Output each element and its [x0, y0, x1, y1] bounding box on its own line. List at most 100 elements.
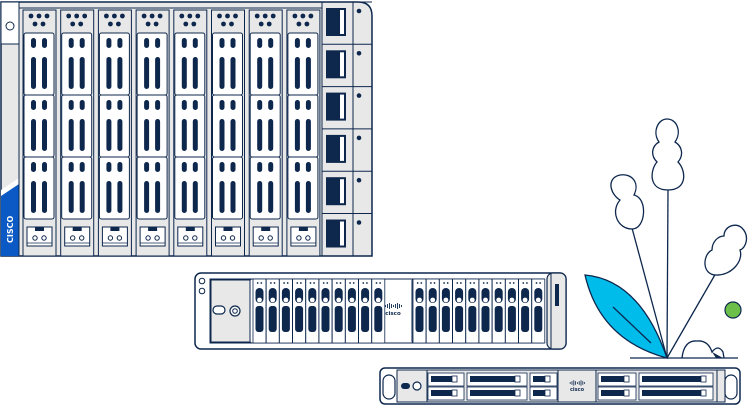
drive-bay [265, 278, 280, 344]
drive-bay [358, 278, 373, 344]
vent-dot [300, 13, 306, 19]
vent-dot [104, 13, 109, 19]
power-supply [322, 43, 372, 79]
rack-server-1u: cisco [379, 367, 741, 405]
vent-dot [179, 13, 185, 19]
drive-sled [61, 32, 93, 96]
drive-sled [287, 32, 319, 96]
blade-chassis: CISCO [0, 1, 373, 257]
drive-sled [174, 32, 206, 96]
status-led [356, 220, 362, 225]
logo-bar [393, 305, 394, 307]
vent-dot [145, 21, 151, 27]
power-supply [322, 213, 372, 248]
green-dot [724, 301, 742, 319]
rack-server-2u: cisco [194, 272, 567, 350]
vent-dot [254, 13, 260, 19]
drive-sled [174, 94, 206, 158]
vent-dot [258, 21, 264, 27]
power-supply [322, 1, 372, 36]
drive-bay [425, 278, 440, 344]
drive-bay [278, 278, 293, 344]
drive-bay [331, 278, 346, 344]
logo-bar [582, 381, 584, 385]
vent-dot [78, 21, 84, 27]
vent-dot [233, 13, 238, 19]
vent-dot [40, 21, 46, 27]
drive-bay [438, 278, 453, 344]
vent-dot [296, 21, 302, 27]
vent-dot [183, 21, 189, 27]
status-led [356, 135, 362, 141]
drive-bay [491, 278, 506, 344]
power-supply [322, 170, 372, 206]
logo-bar [389, 303, 390, 309]
status-led [356, 51, 362, 56]
logo-bar [573, 380, 575, 386]
blade [248, 9, 283, 257]
blade [97, 9, 132, 257]
status-led [356, 93, 362, 98]
blade [60, 9, 95, 257]
drive-bay [465, 278, 480, 344]
vent-dot [32, 21, 38, 27]
logo-bar [399, 304, 400, 308]
drive-bay [466, 372, 528, 401]
vent-dot [153, 21, 159, 27]
vent-dot [221, 21, 226, 27]
drive-sled [136, 94, 168, 158]
vent-dot [36, 13, 42, 19]
server-2u-brand-label: cisco [385, 311, 401, 317]
logo-bar [401, 305, 402, 307]
drive-bay [518, 278, 532, 344]
vent-dot [262, 13, 268, 19]
drive-bay [427, 372, 465, 401]
drive-sled [98, 94, 130, 158]
logo-bar [397, 303, 398, 309]
drive-bay [638, 372, 714, 401]
drive-sled [61, 94, 93, 158]
logo-bar [385, 305, 386, 307]
drive-sled [287, 156, 319, 220]
drive-sled [212, 94, 243, 158]
bubble-right [704, 224, 748, 276]
drive-bay [452, 278, 467, 344]
drive-bay [504, 278, 519, 344]
drive-sled [98, 32, 130, 96]
drive-bay [529, 372, 558, 401]
vent-dot [270, 13, 276, 19]
cisco-logo-icon [385, 303, 402, 309]
vent-dot [308, 13, 314, 19]
vent-dot [74, 13, 80, 19]
drive-bay [305, 278, 320, 344]
drive-sled [23, 94, 55, 158]
vent-dot [120, 13, 125, 19]
drive-sled [249, 94, 281, 158]
vent-dot [292, 13, 298, 19]
status-led [356, 177, 362, 183]
drive-bay [531, 278, 546, 344]
drive-bay [344, 278, 359, 344]
drive-sled [212, 156, 243, 220]
bubble-left [610, 174, 645, 230]
drive-sled [287, 94, 319, 158]
vent-dot [217, 13, 222, 19]
leaf-icon [584, 274, 669, 359]
vent-dot [266, 21, 272, 27]
drive-sled [98, 156, 130, 220]
drive-bay [371, 278, 386, 344]
plant-decoration [584, 118, 748, 359]
drive-sled [136, 32, 168, 96]
logo-bar [578, 381, 580, 385]
vent-dot [70, 21, 76, 27]
logo-bar [577, 382, 578, 384]
blade [173, 9, 208, 257]
status-led [356, 8, 362, 14]
logo-bar [575, 381, 577, 385]
logo-bar [395, 304, 396, 308]
vent-dot [116, 21, 121, 27]
logo-bar [584, 382, 586, 384]
vent-dot [225, 13, 230, 19]
vent-dot [229, 21, 234, 27]
